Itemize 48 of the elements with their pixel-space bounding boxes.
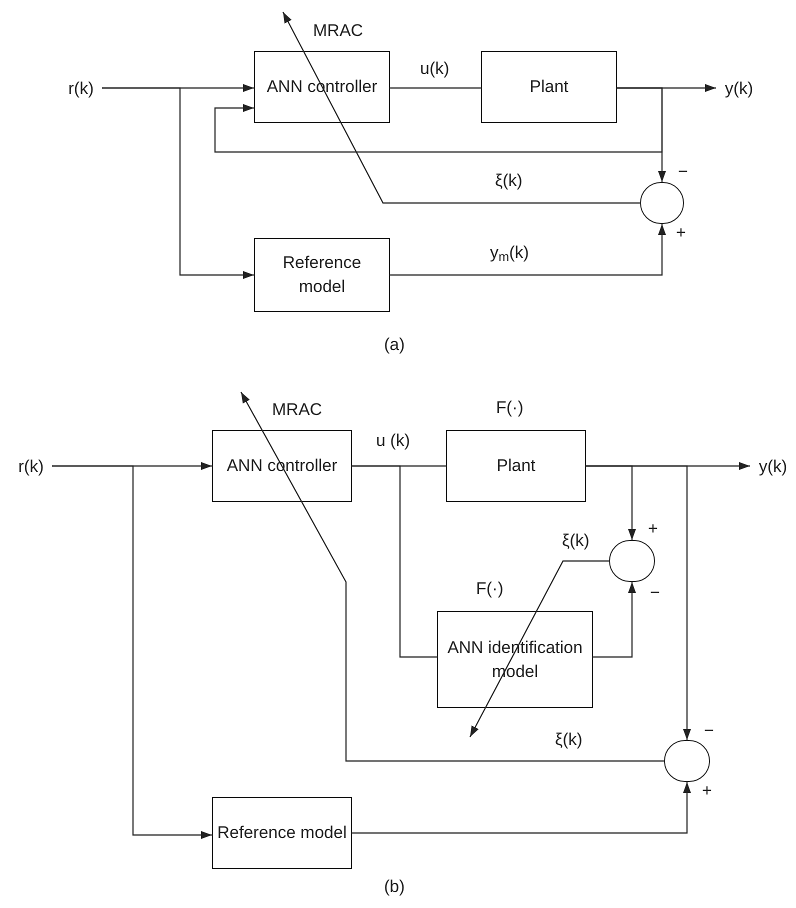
edge-label: ξ(k) [553,731,584,748]
process-block [254,51,390,123]
signal-line [390,87,481,89]
adaptation-arrow [240,392,664,762]
diagram-label: MRAC [272,401,322,418]
process-block [212,430,352,502]
function-label: F(·) [496,399,524,416]
process-block [481,51,617,123]
diagram-label: (a) [384,336,405,353]
function-label: F(·) [476,580,504,597]
signal-label: y(k) [750,456,796,476]
diagram-label: (b) [384,878,405,895]
diagram-label: + [648,520,658,537]
edge-label: ξ(k) [560,532,592,549]
edge-label: y$_{m}$(k) [488,244,531,261]
arrow [586,465,691,740]
edge-label: ξ(k) [493,172,524,189]
adaptation-arrow [469,560,609,738]
arrow [102,87,254,279]
block-label: Reference model [216,822,348,844]
diagram-label: + [702,782,712,799]
diagram-label: + [676,224,686,241]
edge-label: u(k) [418,60,452,77]
signal-label: r(k) [10,456,52,476]
edge-label: u (k) [374,432,412,449]
arrow [617,87,666,182]
diagram-label: − [678,163,688,180]
signal-label: y(k) [716,78,762,98]
process-block [446,430,586,502]
summing-junction [609,540,655,582]
block-label: Reference model [282,252,362,298]
diagram-label: MRAC [313,22,364,39]
process-block [437,611,593,708]
summing-junction [664,740,710,782]
process-block [254,238,390,312]
adaptation-arrow [282,12,640,204]
diagram-label: − [704,722,714,739]
signal-line [352,465,437,658]
block-label: Plant [528,76,570,98]
arrow [593,582,636,658]
process-block [212,797,352,869]
arrow [390,224,666,276]
arrow [52,465,212,839]
signal-label: r(k) [60,78,102,98]
summing-junction [640,182,684,224]
block-label: Plant [496,455,536,477]
diagram-label: − [650,584,660,601]
arrow [352,782,691,834]
